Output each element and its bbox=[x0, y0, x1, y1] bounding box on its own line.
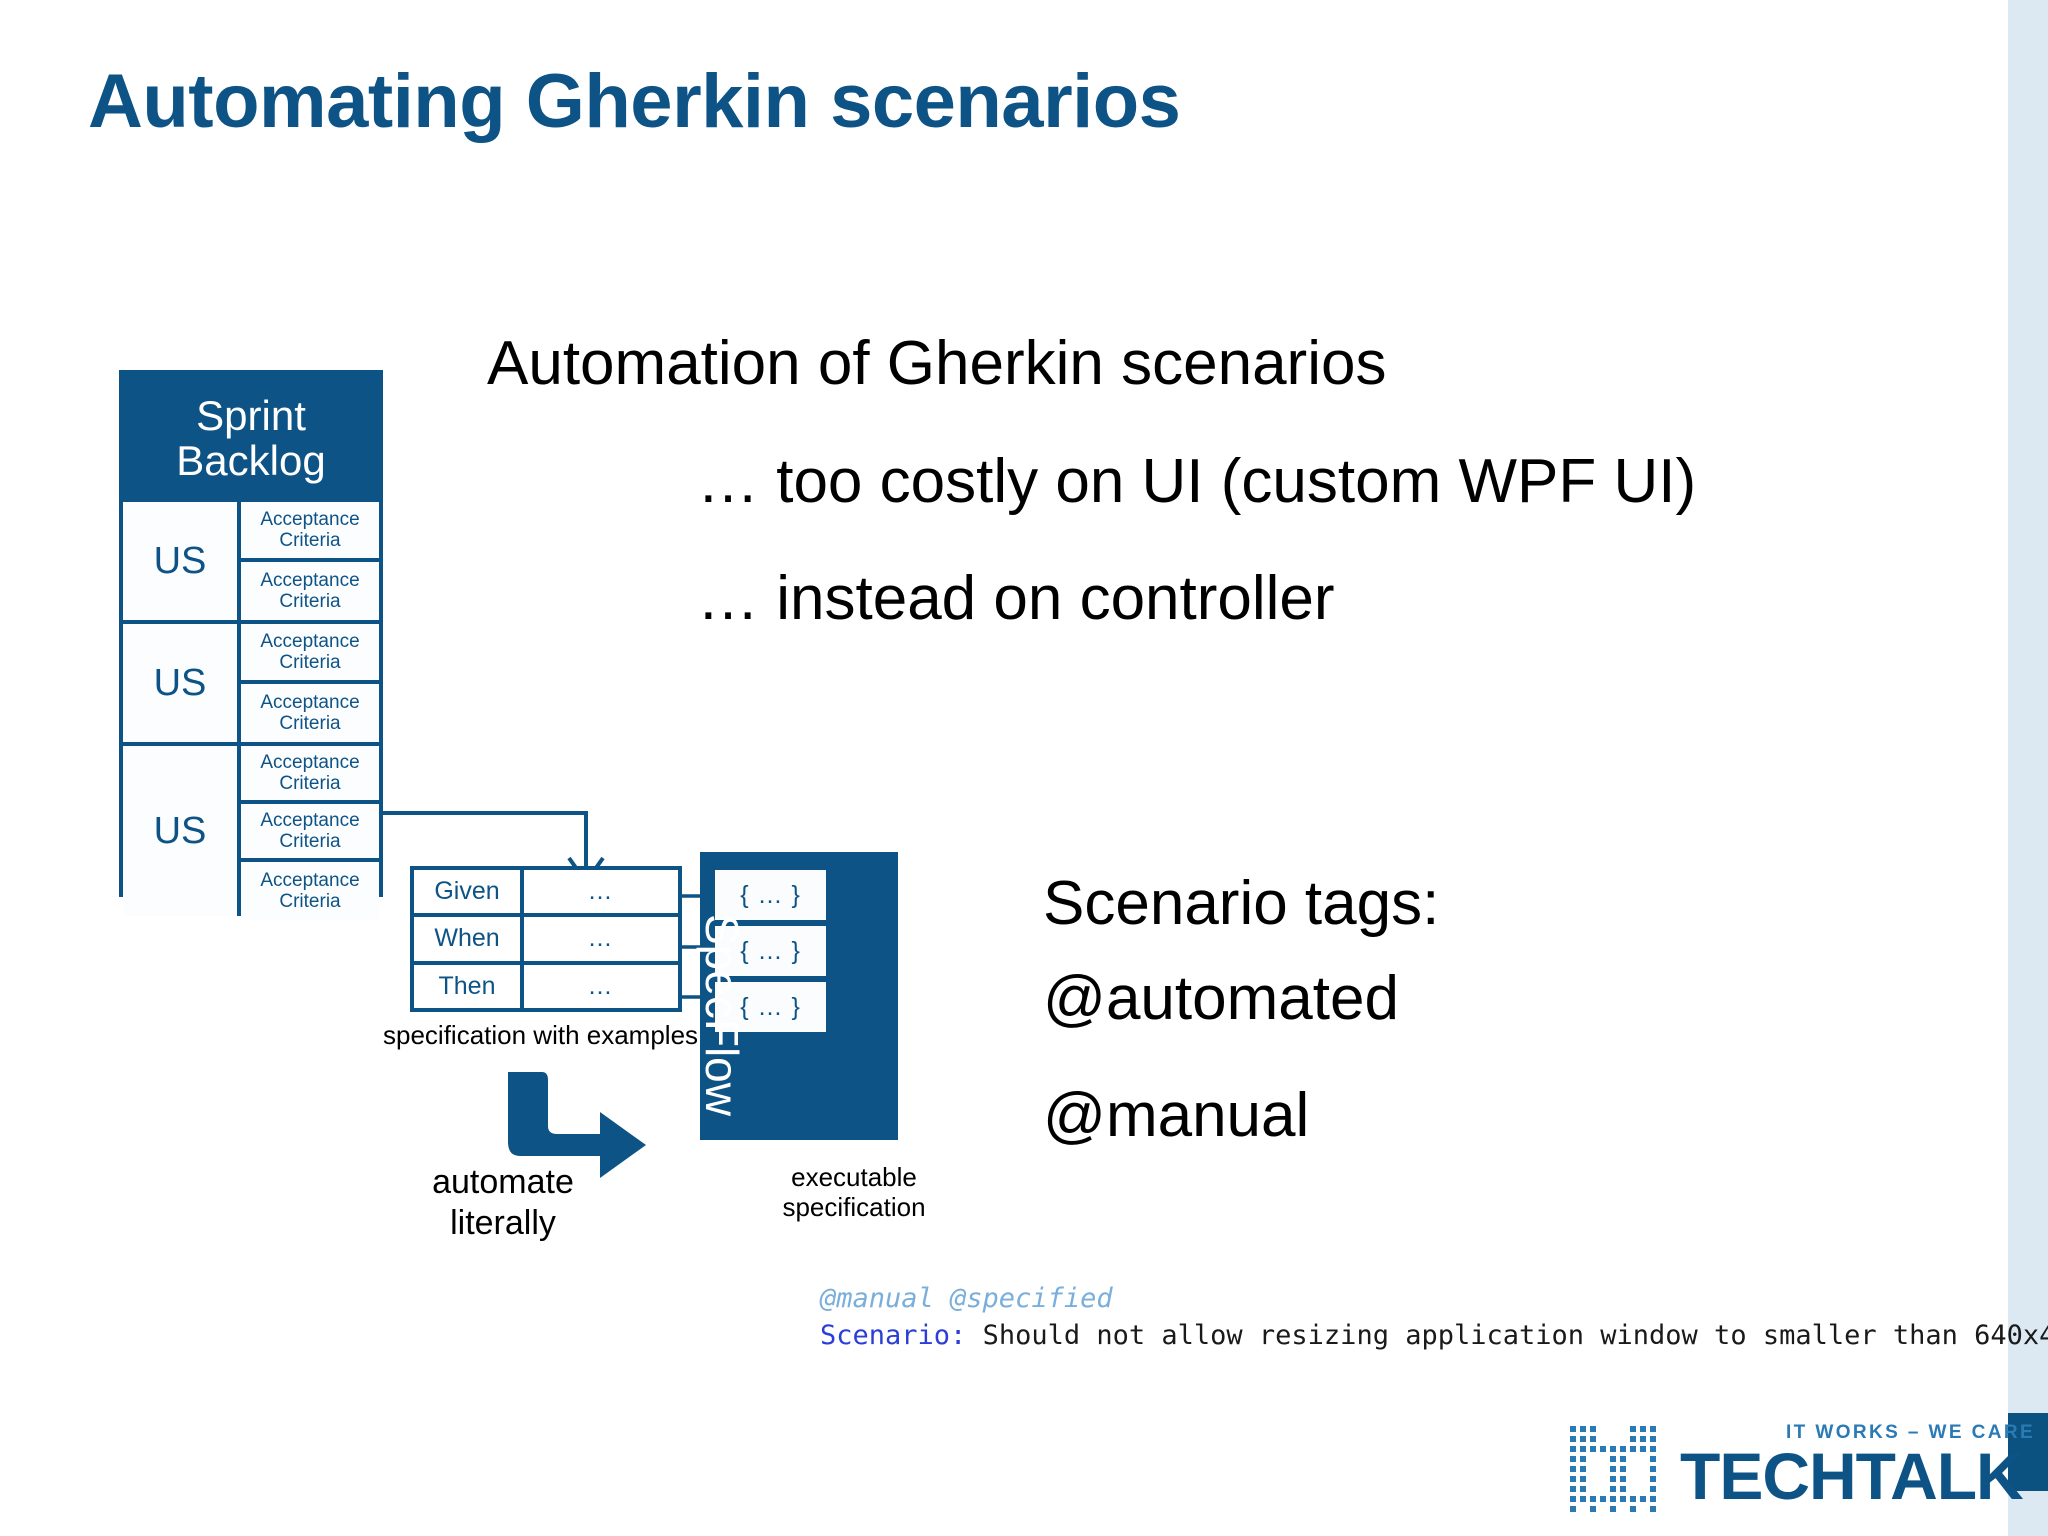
acceptance-criteria-column: Acceptance Criteria Acceptance Criteria bbox=[241, 624, 379, 742]
specflow-label: SpecFlow bbox=[696, 914, 748, 1116]
code-scenario-line: Scenario: Should not allow resizing appl… bbox=[820, 1317, 2048, 1354]
caption-line-1: automate bbox=[432, 1163, 574, 1201]
table-row: When … bbox=[414, 917, 678, 965]
body-line-1: Automation of Gherkin scenarios bbox=[487, 329, 1387, 398]
caption-automate-literally: automate literally bbox=[408, 1162, 598, 1244]
acceptance-criteria-cell: Acceptance Criteria bbox=[241, 746, 379, 804]
gherkin-keyword-when: When bbox=[414, 917, 524, 961]
ac-line-2: Criteria bbox=[279, 831, 341, 852]
gherkin-step-value: … bbox=[587, 877, 615, 906]
ac-line-2: Criteria bbox=[279, 591, 341, 612]
ac-line-1: Acceptance bbox=[260, 691, 360, 713]
user-story-cell: US bbox=[123, 624, 241, 742]
connector-horizontal-line bbox=[383, 811, 588, 815]
caption-line-2: specification bbox=[782, 1192, 926, 1223]
body-line-3: … instead on controller bbox=[697, 564, 1335, 633]
ac-line-2: Criteria bbox=[279, 713, 341, 734]
caption-specification-with-examples: specification with examples bbox=[383, 1020, 699, 1050]
ac-line-1: Acceptance bbox=[260, 630, 360, 652]
logo-wordmark: TECHTALK bbox=[1680, 1439, 2024, 1513]
acceptance-criteria-cell: Acceptance Criteria bbox=[241, 862, 379, 920]
automate-curved-arrow-icon bbox=[508, 1072, 646, 1178]
gherkin-step-value: … bbox=[587, 971, 615, 1000]
step-definition-slot: { … } bbox=[715, 926, 826, 976]
user-story-cell: US bbox=[123, 746, 241, 916]
step-definition-slot: { … } bbox=[715, 982, 826, 1032]
gherkin-keyword-then: Then bbox=[414, 964, 524, 1008]
acceptance-criteria-column: Acceptance Criteria Acceptance Criteria … bbox=[241, 746, 379, 920]
ac-line-1: Acceptance bbox=[260, 751, 360, 773]
sprint-backlog-header: Sprint Backlog bbox=[123, 374, 379, 502]
caption-executable-specification: executable specification bbox=[752, 1162, 956, 1222]
user-story-cell: US bbox=[123, 502, 241, 620]
scenario-tags-heading: Scenario tags: bbox=[1043, 869, 1440, 938]
table-row: US Acceptance Criteria Acceptance Criter… bbox=[123, 742, 379, 920]
acceptance-criteria-cell: Acceptance Criteria bbox=[241, 804, 379, 862]
scenario-tag-manual: @manual bbox=[1043, 1081, 1310, 1150]
ac-line-1: Acceptance bbox=[260, 569, 360, 591]
scenario-tag-automated: @automated bbox=[1043, 964, 1399, 1033]
table-row: Then … bbox=[414, 964, 678, 1008]
acceptance-criteria-cell: Acceptance Criteria bbox=[241, 562, 379, 620]
ac-line-1: Acceptance bbox=[260, 508, 360, 530]
right-edge-accent-block bbox=[2008, 1413, 2048, 1491]
acceptance-criteria-column: Acceptance Criteria Acceptance Criteria bbox=[241, 502, 379, 620]
sprint-backlog-body: US Acceptance Criteria Acceptance Criter… bbox=[123, 502, 379, 920]
acceptance-criteria-cell: Acceptance Criteria bbox=[241, 624, 379, 684]
acceptance-criteria-cell: Acceptance Criteria bbox=[241, 684, 379, 742]
backlog-header-line-1: Sprint bbox=[196, 391, 306, 439]
acceptance-criteria-cell: Acceptance Criteria bbox=[241, 502, 379, 562]
connector-vertical-line bbox=[584, 811, 588, 869]
step-definition-slot: { … } bbox=[715, 870, 826, 920]
caption-line-2: literally bbox=[450, 1203, 556, 1242]
ac-line-2: Criteria bbox=[279, 891, 341, 912]
ac-line-1: Acceptance bbox=[260, 809, 360, 831]
logo-tagline: IT WORKS – WE CARE bbox=[1786, 1422, 2036, 1443]
gherkin-steps-table: Given … When … Then … bbox=[410, 866, 682, 1012]
ac-line-2: Criteria bbox=[279, 773, 341, 794]
table-row: Given … bbox=[414, 870, 678, 918]
techtalk-logo: IT WORKS – WE CARE TECHTALK bbox=[1568, 1422, 2033, 1520]
sprint-backlog-table: Sprint Backlog US Acceptance Criteria Ac… bbox=[119, 370, 383, 920]
table-row: US Acceptance Criteria Acceptance Criter… bbox=[123, 620, 379, 742]
techtalk-logo-mark-icon bbox=[1570, 1426, 1656, 1512]
gherkin-step-value: … bbox=[587, 924, 615, 953]
right-edge-stripe bbox=[2008, 0, 2048, 1536]
specflow-block: { … } { … } { … } SpecFlow bbox=[696, 852, 898, 1140]
table-row: US Acceptance Criteria Acceptance Criter… bbox=[123, 502, 379, 620]
code-keyword-scenario: Scenario: bbox=[820, 1320, 967, 1352]
ac-line-2: Criteria bbox=[279, 652, 341, 673]
page-title: Automating Gherkin scenarios bbox=[88, 59, 1181, 144]
body-line-2: … too costly on UI (custom WPF UI) bbox=[697, 447, 1697, 516]
caption-line-1: executable bbox=[791, 1162, 917, 1192]
ac-line-2: Criteria bbox=[279, 530, 341, 551]
ac-line-1: Acceptance bbox=[260, 869, 360, 891]
gherkin-code-snippet: @manual @specified Scenario: Should not … bbox=[820, 1280, 2048, 1355]
backlog-header-line-2: Backlog bbox=[176, 437, 326, 484]
gherkin-keyword-given: Given bbox=[414, 870, 524, 914]
code-tags-line: @manual @specified bbox=[820, 1283, 1113, 1314]
code-scenario-text: Should not allow resizing application wi… bbox=[966, 1320, 2048, 1352]
